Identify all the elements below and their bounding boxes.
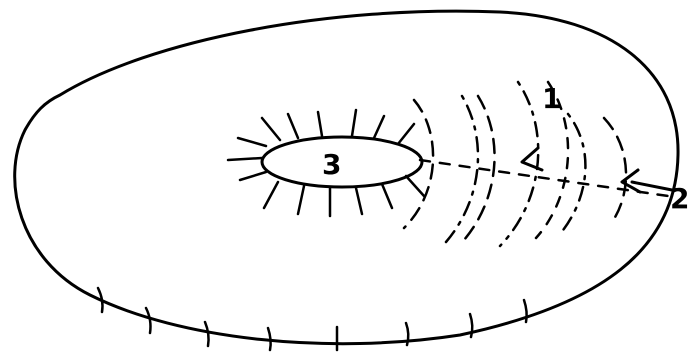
bottom-hair (146, 308, 151, 333)
core-hair (240, 172, 266, 180)
outer-body-outline (15, 11, 678, 344)
core-hair (238, 138, 266, 146)
core-hair (382, 184, 392, 208)
outer-bottom-hairs (98, 288, 527, 350)
core-hair (298, 186, 304, 214)
core-hair (288, 114, 298, 138)
core-hair (228, 158, 262, 160)
outer-region-label: 1 (542, 82, 561, 115)
wave-arc (446, 96, 478, 242)
core-hair (264, 182, 278, 208)
radial-dashed-line (420, 160, 668, 196)
core-hair (374, 116, 384, 138)
core-hair (262, 118, 280, 140)
wave-arc (404, 100, 433, 228)
core-hair (352, 110, 356, 136)
incoming-arrow-line (632, 182, 672, 190)
inner-core-label: 3 (322, 148, 341, 181)
core-hair (406, 176, 424, 196)
wave-arc (560, 114, 585, 234)
wave-arc (604, 118, 626, 222)
wavefront-arcs (404, 82, 626, 246)
core-hair (356, 188, 362, 214)
bottom-hair (205, 322, 209, 346)
core-hair (398, 124, 414, 144)
wave-arc (500, 82, 538, 246)
core-hair (318, 112, 322, 136)
incoming-arrow-label: 2 (670, 182, 689, 215)
